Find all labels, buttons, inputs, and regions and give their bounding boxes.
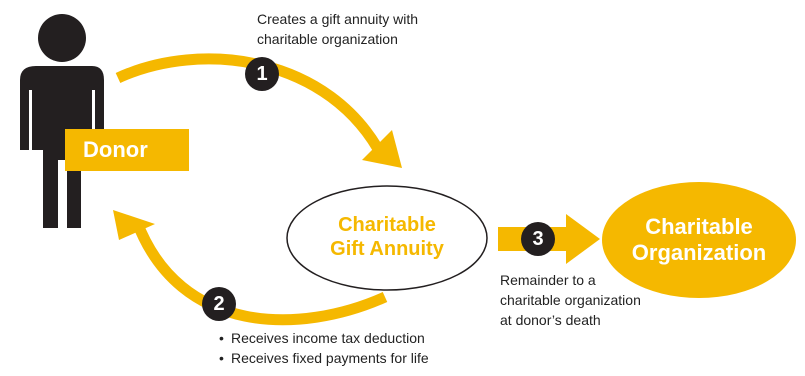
organization-ellipse <box>602 182 796 298</box>
step2-bullet-2-text: Receives fixed payments for life <box>231 350 429 366</box>
person-silhouette-icon <box>20 14 104 228</box>
arrow-step3-head <box>566 214 600 264</box>
step2-bullet-1-text: Receives income tax deduction <box>231 330 425 346</box>
step3-label: Remainder to a charitable organization a… <box>500 272 641 328</box>
donor-label-box: Donor <box>65 129 189 171</box>
step3-number-badge: 3 <box>521 222 555 256</box>
donor-label: Donor <box>83 137 148 162</box>
arrow-step2-arc <box>131 220 388 326</box>
step2-number-badge: 2 <box>202 287 236 321</box>
arrow-step2-head <box>113 210 155 240</box>
step2-bullet-1: •Receives income tax deduction <box>219 330 425 346</box>
step2-bullet-2: •Receives fixed payments for life <box>219 350 429 366</box>
annuity-ellipse <box>286 185 488 291</box>
organization-label: Charitable Organization <box>631 214 767 265</box>
annuity-label: Charitable Gift Annuity <box>330 214 444 260</box>
arrow-step1-head <box>362 130 402 168</box>
step1-label: Creates a gift annuity with charitable o… <box>257 11 419 47</box>
step1-number-badge: 1 <box>245 57 279 91</box>
